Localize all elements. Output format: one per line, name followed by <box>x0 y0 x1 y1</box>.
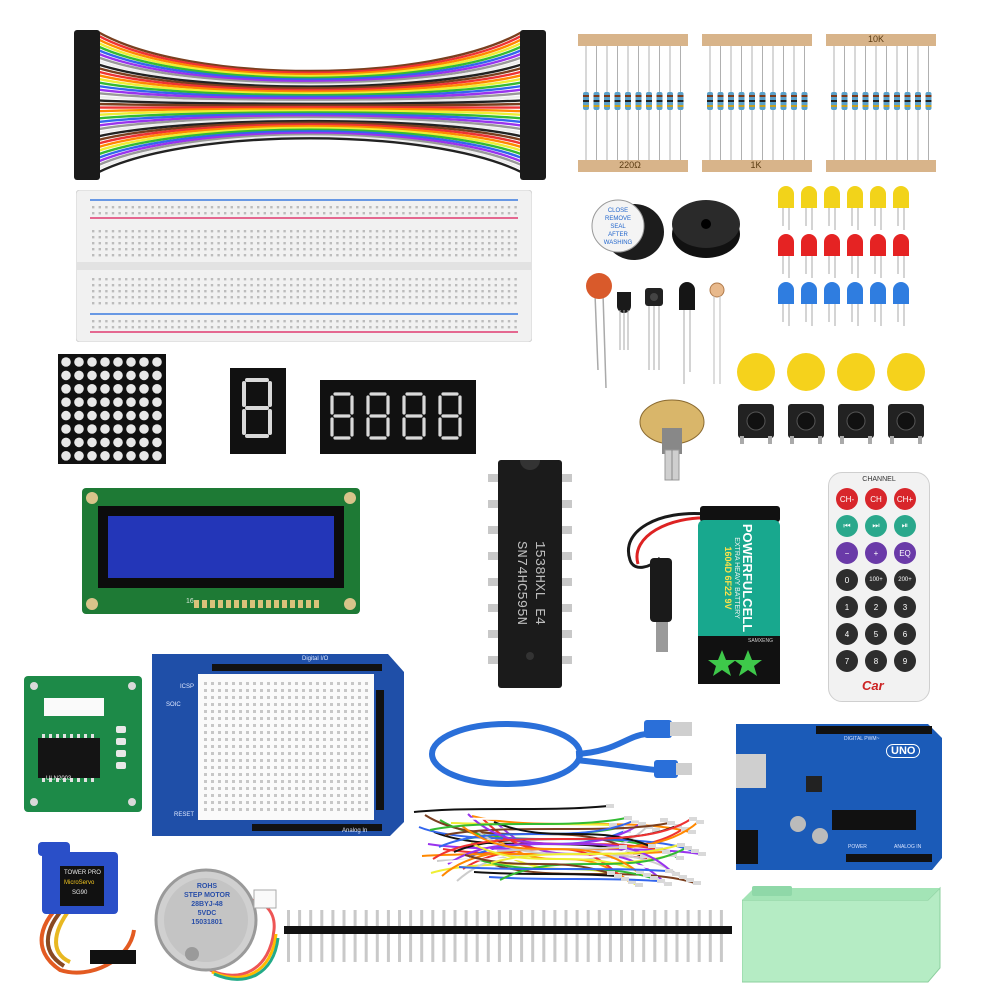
passive-buzzer <box>668 198 744 260</box>
photoresistor <box>708 282 726 386</box>
svg-text:WASHING: WASHING <box>604 240 633 246</box>
remote-logo: Car <box>862 678 884 693</box>
component-storage-box <box>741 880 942 986</box>
buzzer-with-sticker: CLOSE REMOVE SEAL AFTER WASHING <box>590 196 666 262</box>
solderless-breadboard <box>75 189 533 343</box>
ir-receiver <box>642 288 666 372</box>
svg-text:CLOSE: CLOSE <box>608 208 628 214</box>
jumper-wire-bundle <box>408 796 708 896</box>
chip-marking: 1538HXL E4 SN74HC595N <box>502 488 558 678</box>
remote-button[interactable]: 9 <box>894 650 916 672</box>
servo-brand: TOWER PRO <box>64 870 101 876</box>
pin-header-strip <box>284 908 732 964</box>
remote-button[interactable]: 5 <box>865 623 887 645</box>
led-assortment <box>768 182 918 332</box>
lcd-1602-module: 16 <box>82 488 360 614</box>
battery-9v-with-clip: POWERFULCELL EXTRA HEAVY BATTERY 1604D 6… <box>620 500 786 686</box>
uln-label: ULN2003 <box>46 776 72 782</box>
chip-line-1: 1538HXL E4 <box>531 540 547 626</box>
ir-led <box>676 282 698 386</box>
prototype-shield: Digital I/O ICSP SOIC RESET Analog In <box>152 650 404 840</box>
remote-button[interactable]: 0 <box>836 569 858 591</box>
servo-model: MicroServo <box>64 880 95 886</box>
resistor-strips: 10K 220Ω 1K <box>578 30 940 178</box>
usb-cable <box>426 712 696 794</box>
dupont-jumper-ribbon <box>70 22 550 182</box>
remote-button[interactable]: 2 <box>865 596 887 618</box>
stepper-driver-uln2003: ULN2003 <box>24 676 142 812</box>
remote-button[interactable]: 200+ <box>894 569 916 591</box>
micro-servo-sg90: TOWER PRO MicroServo SG90 <box>20 840 144 980</box>
uno-label: UNO <box>886 744 921 758</box>
remote-button[interactable]: − <box>836 542 858 564</box>
battery-line-1: EXTRA HEAVY BATTERY <box>733 537 740 619</box>
ic-74hc595: 1538HXL E4 SN74HC595N <box>486 460 574 688</box>
stepper-line-1: ROHS <box>196 883 218 890</box>
remote-button[interactable]: 100+ <box>865 569 887 591</box>
push-button-set <box>728 350 942 446</box>
transistor <box>614 292 634 352</box>
remote-button[interactable]: EQ <box>894 542 916 564</box>
resistor-label-220: 220Ω <box>619 160 641 170</box>
stepper-motor-28byj48: ROHS STEP MOTOR 28BYJ-48 5VDC 15031801 <box>150 860 280 986</box>
remote-button[interactable]: 6 <box>894 623 916 645</box>
stepper-line-4: 5VDC <box>197 910 217 917</box>
remote-button[interactable]: 4 <box>836 623 858 645</box>
stepper-line-5: 15031801 <box>191 919 223 926</box>
remote-button[interactable]: CH+ <box>894 488 916 510</box>
remote-button[interactable]: + <box>865 542 887 564</box>
uno-sub: DIGITAL PWM~ <box>844 736 880 742</box>
remote-button[interactable]: ⏭ <box>865 515 887 537</box>
uno-power: POWER <box>848 844 867 850</box>
ceramic-capacitor <box>584 270 614 390</box>
proto-top-label: Digital I/O <box>302 656 329 662</box>
remote-button[interactable]: CH <box>865 488 887 510</box>
remote-button[interactable]: ⏮ <box>836 515 858 537</box>
led-dot-matrix-8x8 <box>58 354 166 464</box>
proto-soic: SOIC <box>166 702 181 708</box>
remote-button[interactable]: ⏯ <box>894 515 916 537</box>
proto-analog: Analog In <box>342 828 368 834</box>
stepper-line-3: 28BYJ-48 <box>191 901 223 908</box>
remote-button[interactable]: CH- <box>836 488 858 510</box>
battery-line-2: 1604D 6F22 9V <box>723 546 733 610</box>
remote-button[interactable]: 3 <box>894 596 916 618</box>
lcd-pin-label: 16 <box>186 598 194 605</box>
proto-reset: RESET <box>174 812 195 818</box>
potentiometer <box>632 398 712 482</box>
uno-analog: ANALOG IN <box>894 844 922 850</box>
remote-button[interactable]: 1 <box>836 596 858 618</box>
remote-button[interactable]: 8 <box>865 650 887 672</box>
seven-segment-single-digit <box>230 368 286 454</box>
chip-line-2: SN74HC595N <box>513 540 529 626</box>
resistor-label-10k: 10K <box>868 34 884 44</box>
battery-brand: POWERFULCELL <box>740 523 755 633</box>
servo-code: SG90 <box>72 890 88 896</box>
proto-icsp: ICSP <box>180 684 195 690</box>
remote-header: CHANNEL <box>862 476 896 483</box>
resistor-label-1k: 1K <box>750 160 761 170</box>
seven-segment-four-digit <box>320 380 476 454</box>
battery-maker: SAMXENG <box>748 638 774 644</box>
svg-text:REMOVE: REMOVE <box>605 216 631 222</box>
svg-text:SEAL: SEAL <box>610 224 626 230</box>
remote-button[interactable]: 7 <box>836 650 858 672</box>
stepper-line-2: STEP MOTOR <box>183 892 231 899</box>
arduino-uno-board: UNO DIGITAL PWM~ POWER ANALOG IN <box>732 718 942 870</box>
svg-text:AFTER: AFTER <box>608 232 628 238</box>
